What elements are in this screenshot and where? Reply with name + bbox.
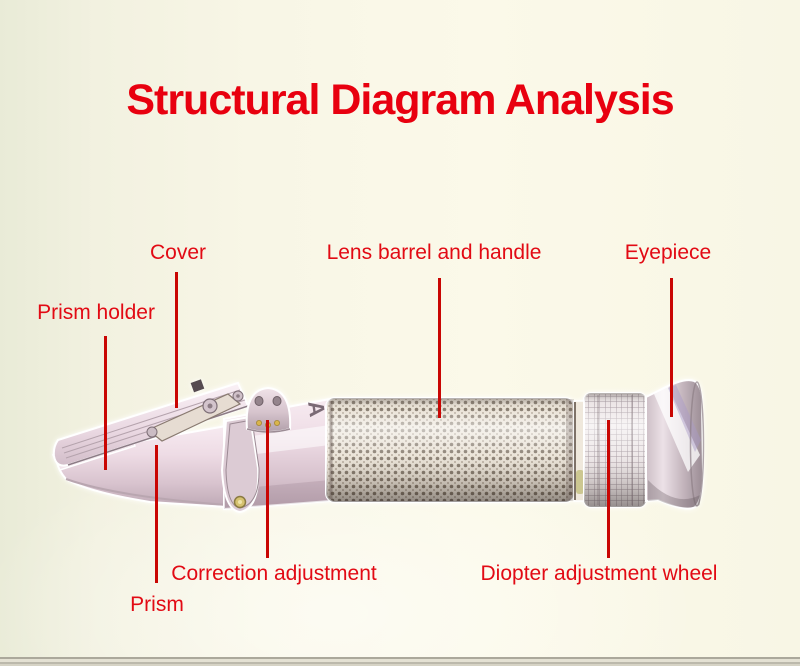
hinge-assembly — [146, 379, 244, 442]
strap-screw-center — [238, 500, 242, 504]
prism-leader-line — [155, 445, 158, 583]
diopter-leader-line — [607, 420, 610, 558]
body-marking: A — [303, 399, 330, 418]
label-cover: Cover — [149, 241, 207, 264]
eyepiece-leader-line — [670, 278, 673, 417]
page-title: Structural Diagram Analysis — [126, 76, 674, 124]
label-diopter: Diopter adjustment wheel — [480, 562, 718, 585]
prism-holder-leader-line — [104, 336, 107, 470]
label-eyepiece: Eyepiece — [624, 241, 712, 264]
lens-barrel-leader-line — [438, 278, 441, 418]
correction-leader-line — [266, 420, 269, 558]
lens-barrel-part — [325, 397, 575, 503]
prism-holder-shadow-line — [65, 478, 244, 507]
eyepiece-part — [645, 379, 705, 510]
label-prism-holder: Prism holder — [37, 301, 155, 324]
bottom-edge-strip — [0, 657, 800, 666]
label-lens-barrel: Lens barrel and handle — [326, 241, 542, 264]
clip-strap — [220, 415, 260, 514]
label-prism: Prism — [130, 593, 184, 616]
label-correction: Correction adjustment — [171, 562, 377, 585]
cover-leader-line — [175, 272, 178, 408]
diopter-wheel-part — [583, 392, 647, 508]
